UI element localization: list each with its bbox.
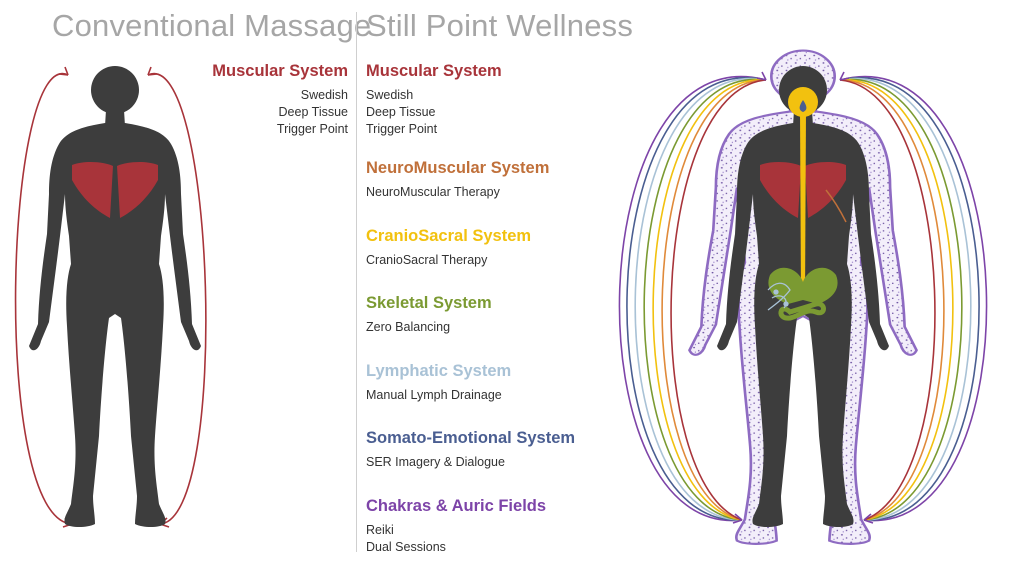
technique-item: Reiki: [366, 522, 394, 537]
technique-item: Manual Lymph Drainage: [366, 387, 502, 402]
column-divider: [356, 12, 357, 552]
system-somato-emotional: Somato-Emotional System SER Imagery & Di…: [366, 429, 575, 497]
system-heading: NeuroMuscular System: [366, 159, 550, 177]
system-chakras: Chakras & Auric Fields Reiki Dual Sessio…: [366, 497, 575, 565]
system-lymphatic: Lymphatic System Manual Lymph Drainage: [366, 362, 575, 430]
pectoral-muscles-left: [72, 162, 158, 218]
system-heading: Chakras & Auric Fields: [366, 496, 547, 515]
technique-item: CranioSacral Therapy: [366, 252, 488, 267]
system-heading: Skeletal System: [366, 294, 492, 312]
technique-item: Dual Sessions: [366, 539, 446, 554]
technique-item: SER Imagery & Dialogue: [366, 455, 505, 469]
left-figure: [14, 66, 207, 528]
nerve: [825, 189, 847, 223]
system-muscular: Muscular System Swedish Deep Tissue Trig…: [366, 62, 575, 159]
human-silhouette-left: [29, 66, 201, 527]
left-arc-right: [147, 72, 207, 525]
technique-item: Deep Tissue: [278, 105, 348, 119]
system-heading: Muscular System: [366, 62, 502, 80]
spine: [788, 87, 818, 300]
left-systems-list: Muscular System Swedish Deep Tissue Trig…: [212, 62, 348, 138]
lymph-nodes: [767, 282, 791, 311]
technique-item: Zero Balancing: [366, 320, 451, 334]
left-muscular-system-heading: Muscular System: [212, 62, 348, 80]
system-heading: Somato-Emotional System: [366, 429, 576, 447]
left-arc-left: [14, 72, 73, 525]
technique-item: Swedish: [300, 88, 348, 102]
still-point-wellness-title: Still Point Wellness: [366, 8, 634, 43]
technique-item: Trigger Point: [366, 122, 438, 136]
system-skeletal: Skeletal System Zero Balancing: [366, 294, 575, 362]
pectoral-muscles-right: [760, 162, 846, 218]
technique-item: NeuroMuscular Therapy: [366, 185, 500, 199]
conventional-massage-title: Conventional Massage: [52, 8, 372, 43]
auric-field-arcs: [618, 71, 988, 524]
technique-item: Deep Tissue: [366, 105, 436, 119]
right-systems-list: Muscular System Swedish Deep Tissue Trig…: [366, 62, 575, 564]
system-craniosacral: CranioSacral System CranioSacral Therapy: [366, 227, 575, 295]
right-figure: [618, 49, 988, 546]
technique-item: Swedish: [366, 88, 414, 102]
technique-item: Trigger Point: [276, 122, 348, 136]
system-heading: Lymphatic System: [366, 361, 512, 380]
system-heading: CranioSacral System: [366, 226, 532, 245]
system-neuromuscular: NeuroMuscular System NeuroMuscular Thera…: [366, 159, 575, 227]
